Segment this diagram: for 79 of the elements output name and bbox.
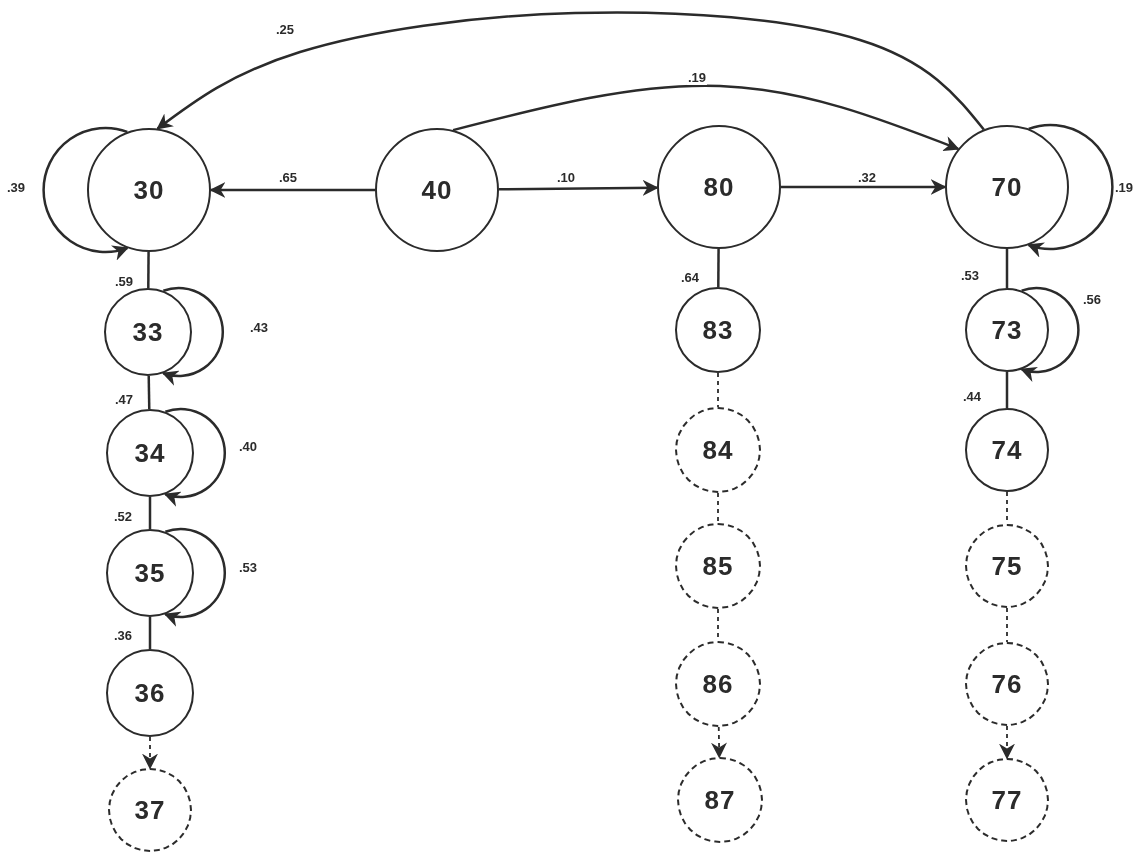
dashed-state-circle	[675, 407, 761, 493]
edge-label: .53	[237, 561, 259, 575]
state-circle	[106, 529, 194, 617]
state-number: 74	[991, 434, 1023, 466]
state-number: 36	[134, 677, 166, 709]
edge-label: .47	[113, 393, 135, 407]
arrow	[711, 726, 727, 759]
state-number: 80	[703, 171, 735, 203]
arrow	[161, 286, 224, 386]
state-number: 37	[134, 794, 166, 826]
arrow	[142, 736, 158, 770]
connector-line	[148, 617, 152, 649]
state-number: 70	[991, 171, 1023, 203]
edge-label: .52	[112, 510, 134, 524]
dashed-state-circle	[675, 523, 761, 609]
connector-line	[148, 497, 152, 529]
edge-label: .39	[5, 181, 27, 195]
arrow	[163, 527, 226, 627]
state-number: 87	[704, 784, 736, 816]
arrow	[156, 11, 985, 131]
edge-label: .19	[686, 71, 708, 85]
connector-line	[1005, 249, 1009, 288]
arrow	[1020, 286, 1080, 382]
edge-label: .10	[555, 171, 577, 185]
state-number: 77	[991, 784, 1023, 816]
state-circle	[945, 125, 1069, 249]
state-circle	[675, 287, 761, 373]
state-circle	[375, 128, 499, 252]
state-number: 86	[702, 668, 734, 700]
arrow	[999, 725, 1015, 760]
connector-line	[147, 375, 151, 410]
state-number: 76	[991, 668, 1023, 700]
arrow	[781, 179, 947, 195]
connector-line	[147, 252, 150, 288]
dashed-state-circle	[675, 641, 761, 727]
state-number: 83	[702, 314, 734, 346]
edge-label: .36	[112, 629, 134, 643]
dashed-state-circle	[965, 642, 1049, 726]
edge-label: .64	[679, 271, 701, 285]
state-circle	[657, 125, 781, 249]
dashed-state-circle	[108, 768, 192, 852]
state-number: 75	[991, 550, 1023, 582]
state-number: 35	[134, 557, 166, 589]
connector-line	[717, 372, 719, 408]
state-number: 84	[702, 434, 734, 466]
edge-label: .25	[274, 23, 296, 37]
arrow	[1027, 123, 1114, 257]
arrow	[42, 126, 129, 260]
edge-label: .19	[1113, 181, 1135, 195]
edge-label: .43	[248, 321, 270, 335]
dashed-state-circle	[965, 758, 1049, 842]
state-circle	[106, 649, 194, 737]
state-number: 85	[702, 550, 734, 582]
connector-line	[717, 249, 720, 287]
connector-line	[1006, 607, 1008, 643]
arrow	[163, 407, 226, 507]
dashed-state-circle	[677, 757, 763, 843]
dashed-state-circle	[965, 524, 1049, 608]
edge-label: .44	[961, 390, 983, 404]
state-circle	[965, 408, 1049, 492]
edge-label: .59	[113, 275, 135, 289]
state-circle	[106, 409, 194, 497]
arrow	[452, 84, 960, 152]
edge-label: .56	[1081, 293, 1103, 307]
arrow	[209, 182, 375, 198]
state-circle	[87, 128, 211, 252]
arrow	[499, 179, 659, 196]
edge-label: .40	[237, 440, 259, 454]
edge-label: .53	[959, 269, 981, 283]
state-number: 40	[421, 174, 453, 206]
state-number: 34	[134, 437, 166, 469]
connector-line	[1005, 372, 1009, 408]
connector-line	[717, 492, 719, 524]
edge-label: .32	[856, 171, 878, 185]
state-number: 33	[132, 316, 164, 348]
state-circle	[965, 288, 1049, 372]
state-number: 30	[133, 174, 165, 206]
edge-label: .65	[277, 171, 299, 185]
state-number: 73	[991, 314, 1023, 346]
